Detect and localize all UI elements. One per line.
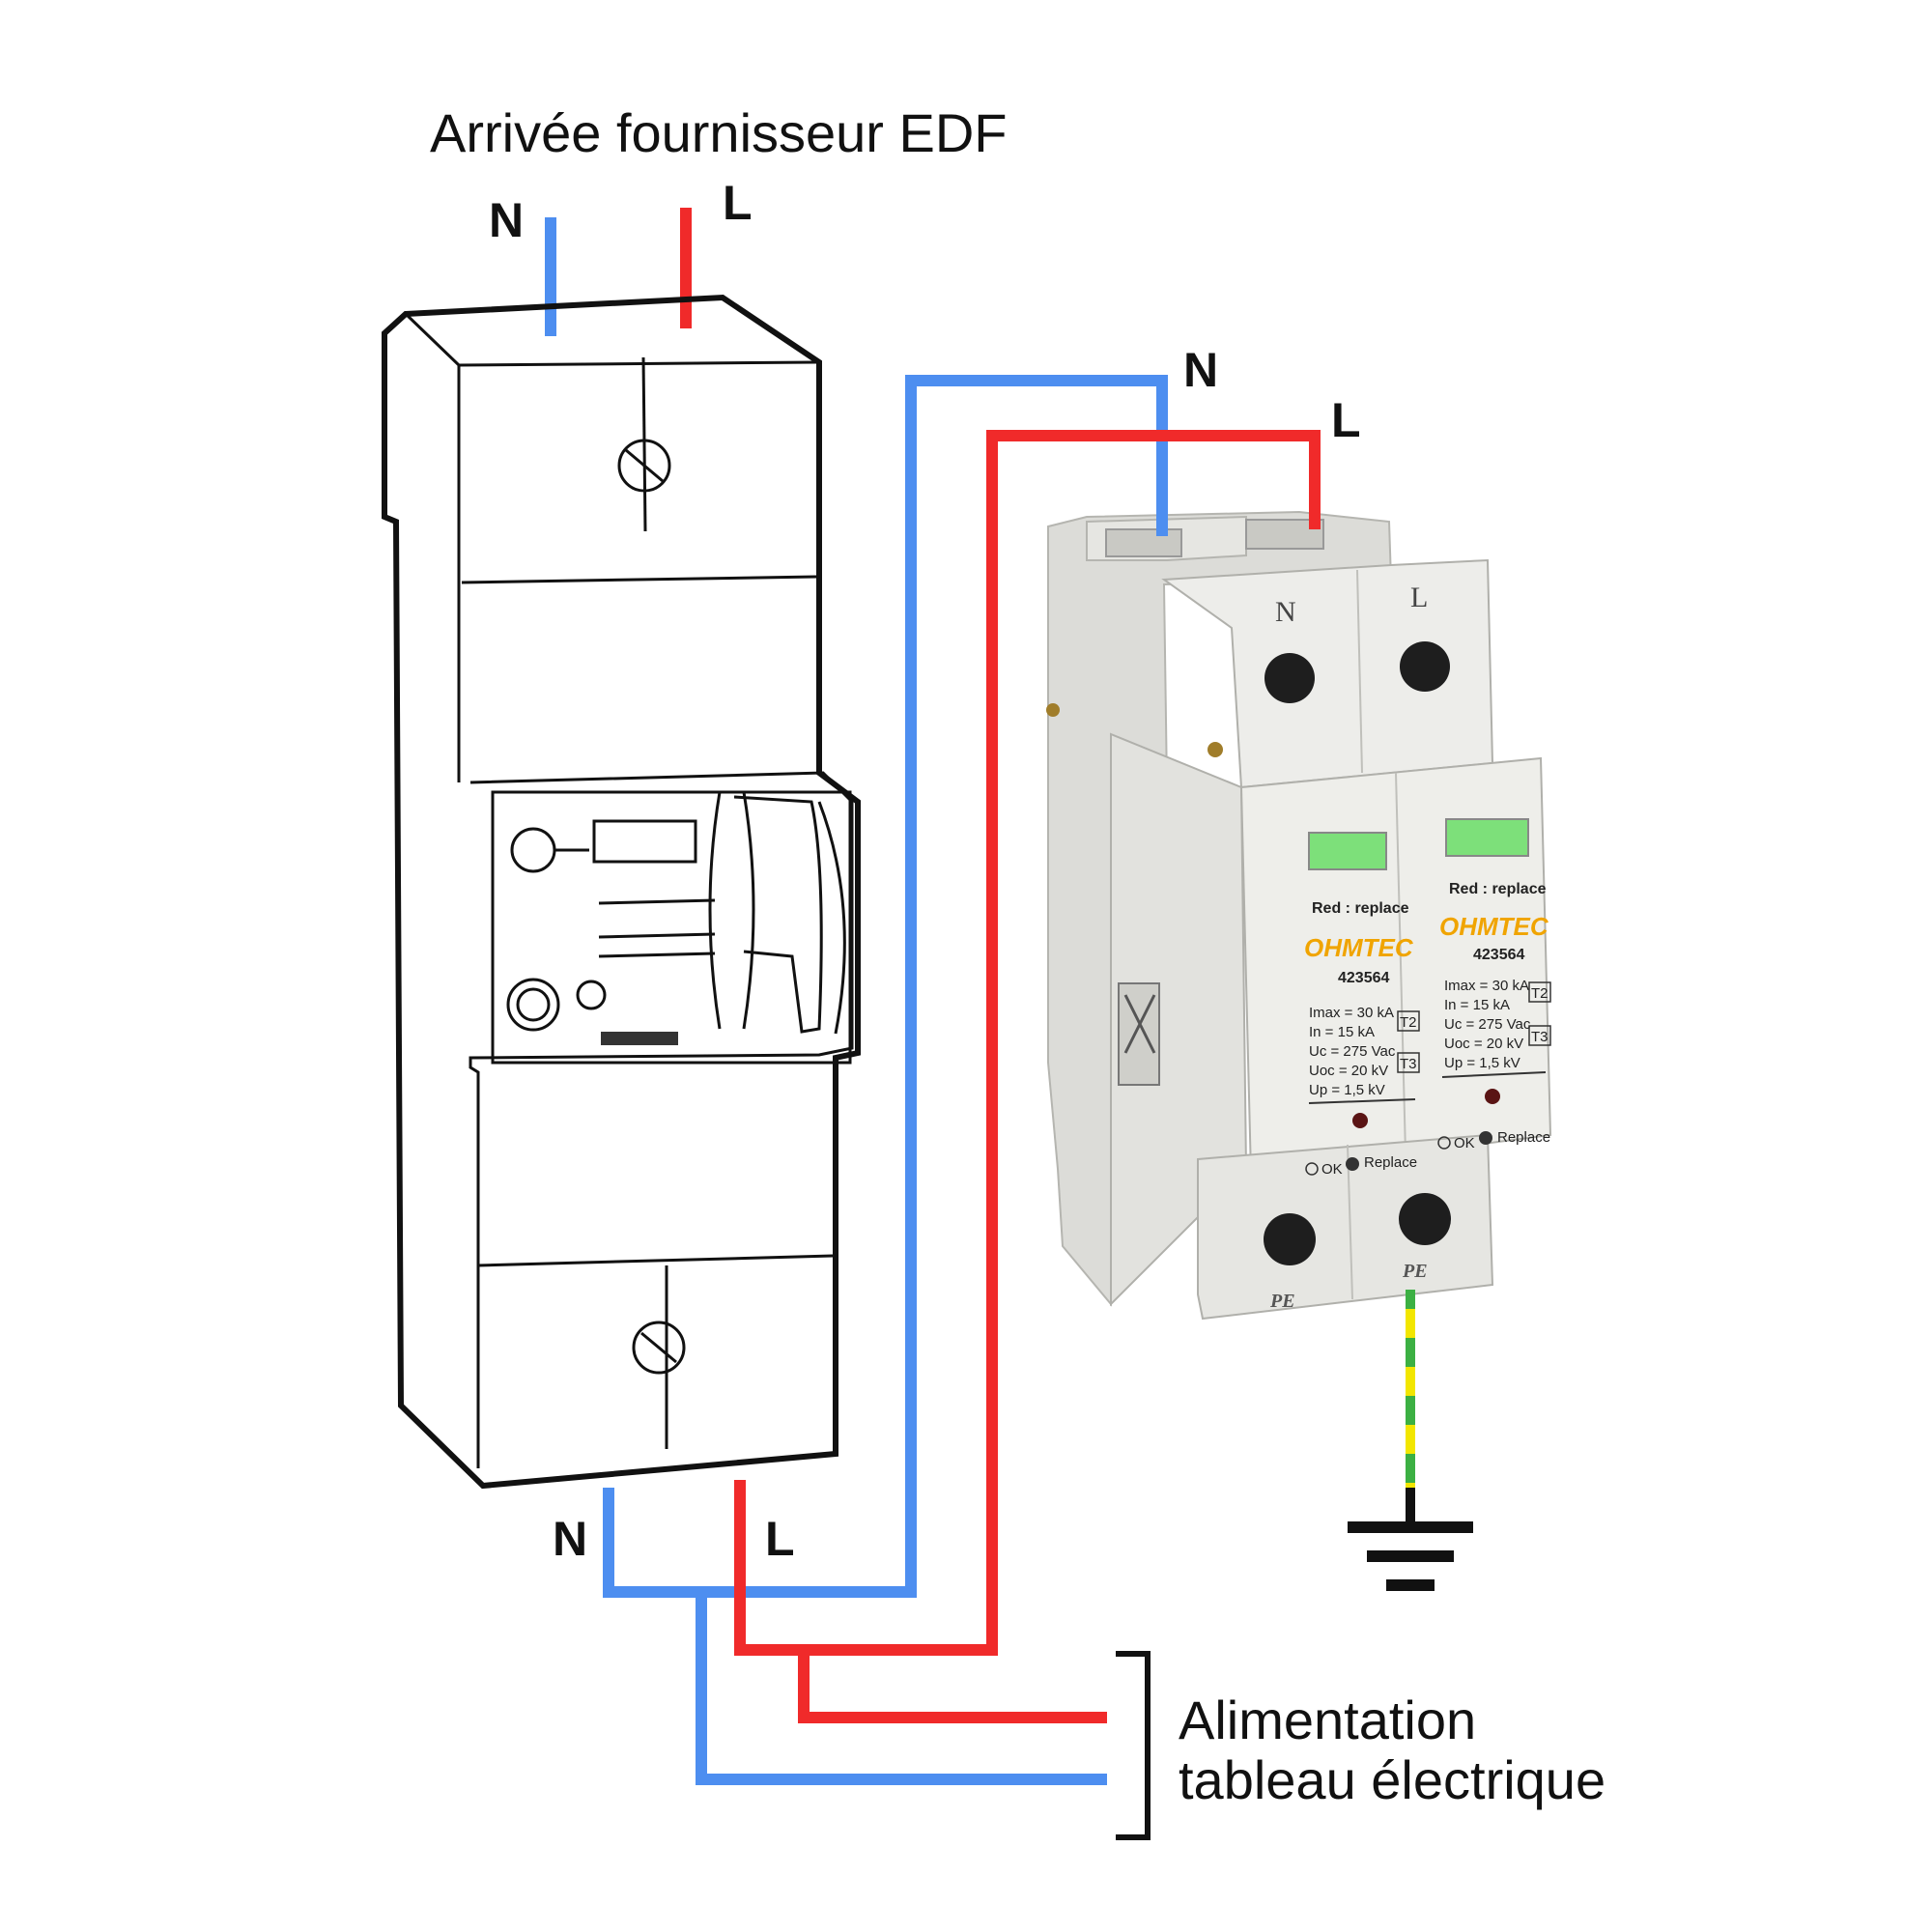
breaker-middle-panel — [469, 771, 854, 1468]
breaker-mark-line-3 — [598, 952, 716, 958]
upper-screw-slot — [625, 448, 664, 483]
surge-protector: N L PE PE Red : replace OHMTEC 423564 Im… — [1046, 510, 1552, 1321]
pole-2-replace-icon — [1479, 1131, 1492, 1145]
pole-2-rule — [1441, 1071, 1547, 1078]
pole-2-badge-t3-box — [1528, 1025, 1551, 1046]
pole-2-spec-4: Uoc = 20 kV — [1444, 1036, 1523, 1052]
spd-n-label: N — [1183, 343, 1218, 397]
pole-1-spec-1: Imax = 30 kA — [1309, 1005, 1394, 1021]
pole-1-status-ok: OK — [1321, 1161, 1343, 1178]
incoming-n-label: N — [489, 193, 524, 247]
pole-2-spec-2: In = 15 kA — [1444, 997, 1510, 1013]
pole-1-spec-4: Uoc = 20 kV — [1309, 1063, 1388, 1079]
spd-live-wire — [734, 430, 1321, 1656]
pole-1-badge-t3-box — [1397, 1052, 1420, 1073]
breaker-upper-axis — [641, 356, 647, 532]
spd-bottom-divider — [1347, 1144, 1353, 1300]
neutral-top-screw-icon — [1264, 653, 1315, 703]
pole-2-status-replace: Replace — [1497, 1129, 1550, 1146]
spd-neutral-wire — [603, 375, 1168, 1598]
breaker-outline — [382, 294, 861, 1490]
output-bracket — [1116, 1651, 1151, 1840]
breaker-mark-line-2 — [598, 932, 716, 939]
mounting-rivet-icon — [1208, 742, 1223, 757]
live-bottom-screw-icon — [1399, 1193, 1451, 1245]
pole-1-badge-t2: T2 — [1400, 1014, 1417, 1031]
spd-terminal-l-label: L — [1410, 582, 1428, 613]
bottom-n-label: N — [553, 1512, 587, 1566]
breaker-divider-top — [461, 575, 817, 584]
breaker-toggle-guard — [817, 801, 846, 1035]
pole-1-spec-2: In = 15 kA — [1309, 1024, 1375, 1040]
weee-cross-icon — [1123, 994, 1156, 1054]
upper-screw-icon — [617, 439, 671, 493]
output-label-line1: Alimentation — [1179, 1690, 1476, 1750]
neutral-top-slot — [1105, 528, 1182, 557]
bottom-l-label: L — [765, 1512, 795, 1566]
breaker-mark-line-1 — [598, 898, 716, 905]
breaker-label-bar — [601, 1032, 678, 1045]
main-breaker — [382, 294, 861, 1490]
lower-screw-icon — [632, 1321, 686, 1375]
live-top-screw-icon — [1400, 641, 1450, 692]
pole-1-rule — [1308, 1098, 1416, 1104]
pole-1-badge-t2-box — [1397, 1010, 1420, 1032]
breaker-toggle-lever — [708, 791, 823, 1034]
pole-2-brand: OHMTEC — [1439, 912, 1549, 941]
cartridge-divider — [1395, 772, 1406, 1155]
pole-2-spec-5: Up = 1,5 kV — [1444, 1055, 1520, 1071]
spd-terminal-divider — [1356, 569, 1363, 774]
pole-1-spec-3: Uc = 275 Vac — [1309, 1043, 1396, 1060]
lower-screw-slot — [640, 1331, 677, 1364]
pole-2-indicator-window — [1445, 818, 1529, 857]
breaker-divider-bottom — [477, 1254, 834, 1267]
pole-1-replace-icon — [1346, 1157, 1359, 1171]
pole-2-status-ok: OK — [1454, 1135, 1475, 1151]
pole-1-status-led-icon — [1352, 1113, 1368, 1128]
pole-1-badge-t3: T3 — [1400, 1056, 1417, 1072]
pole-2-spec-3: Uc = 275 Vac — [1444, 1016, 1531, 1033]
spd-l-label: L — [1331, 393, 1361, 447]
pole-1-ok-icon — [1305, 1162, 1319, 1176]
pole-1-window-label: Red : replace — [1312, 900, 1409, 917]
ground-symbol-icon — [1348, 1521, 1473, 1591]
spd-pole-2: Red : replace OHMTEC 423564 Imax = 30 kA… — [1437, 818, 1551, 1151]
pe-right-label: PE — [1402, 1261, 1428, 1282]
breaker-control-plate — [491, 790, 852, 1065]
pole-2-badge-t2-box — [1528, 981, 1551, 1003]
pole-1-indicator-window — [1308, 832, 1387, 870]
title: Arrivée fournisseur EDF — [430, 102, 1008, 163]
pole-2-part-number: 423564 — [1473, 947, 1524, 963]
incoming-l-label: L — [723, 176, 753, 230]
spd-pole-1: Red : replace OHMTEC 423564 Imax = 30 kA… — [1304, 832, 1420, 1178]
output-neutral-wire — [696, 1592, 1107, 1785]
pole-2-status-led-icon — [1485, 1089, 1500, 1104]
pole-1-status-replace: Replace — [1364, 1154, 1417, 1171]
output-live-wire — [798, 1650, 1107, 1723]
pe-left-label: PE — [1269, 1291, 1295, 1312]
pole-2-badge-t3: T3 — [1531, 1029, 1548, 1045]
pole-2-window-label: Red : replace — [1449, 881, 1547, 897]
mounting-rivet-icon — [1046, 703, 1060, 717]
output-label-line2: tableau électrique — [1179, 1749, 1605, 1810]
neutral-bottom-screw-icon — [1264, 1213, 1316, 1265]
reset-knob-inner-icon — [516, 987, 551, 1022]
reset-knob-outer-icon — [506, 978, 560, 1032]
pole-1-spec-5: Up = 1,5 kV — [1309, 1082, 1385, 1098]
breaker-rating-window — [592, 819, 697, 864]
indicator-dot-icon — [576, 980, 607, 1010]
spd-terminal-n-label: N — [1275, 596, 1296, 628]
test-button-icon — [510, 827, 556, 873]
pole-1-brand: OHMTEC — [1304, 933, 1414, 962]
pole-2-badge-t2: T2 — [1531, 985, 1548, 1002]
pole-2-ok-icon — [1437, 1136, 1451, 1150]
pole-1-part-number: 423564 — [1338, 970, 1389, 986]
pole-2-spec-1: Imax = 30 kA — [1444, 978, 1529, 994]
